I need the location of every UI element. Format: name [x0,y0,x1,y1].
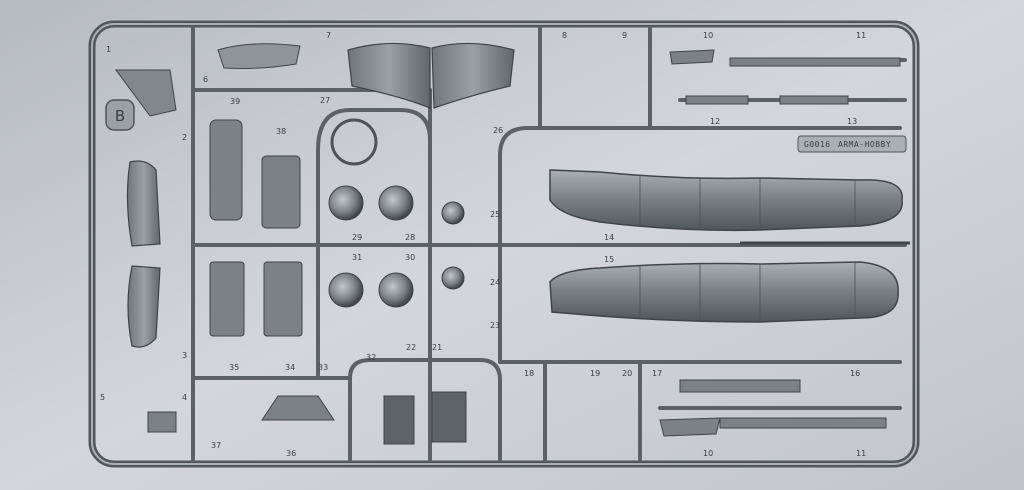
part-label-14: 14 [604,233,614,242]
part-label-16: 16 [850,369,860,378]
part-label-10-top: 10 [703,31,713,40]
part-label-39: 39 [230,97,240,106]
part-label-35: 35 [229,363,239,372]
kit-code-text: G0016 [804,140,831,149]
part-label-26: 26 [493,126,503,135]
part-label-2: 2 [182,133,187,142]
interior-parts [147,49,901,445]
part-label-34: 34 [285,363,295,372]
part-label-29: 29 [352,233,362,242]
part-label-33: 33 [318,363,328,372]
rudder-parts [115,69,177,348]
manufacturer-text: ARMA-HOBBY [838,140,891,149]
part-label-12: 12 [710,117,720,126]
part-label-9: 9 [622,31,627,40]
part-label-22: 22 [406,343,416,352]
part-label-21: 21 [432,343,442,352]
part-label-32: 32 [366,353,376,362]
part-label-30: 30 [405,253,415,262]
part-label-27: 27 [320,96,330,105]
part-label-28: 28 [405,233,415,242]
part-number-labels: 1 2 3 4 5 6 7 8 9 10 11 12 13 14 15 16 1… [100,31,866,458]
part-label-36: 36 [286,449,296,458]
tailplane-parts [217,42,515,109]
part-label-4: 4 [182,393,187,402]
fuselage-upper [549,169,903,232]
part-label-17: 17 [652,369,662,378]
part-label-1: 1 [106,45,111,54]
part-label-3: 3 [182,351,187,360]
fuselage-lower [549,261,899,323]
part-label-7: 7 [326,31,331,40]
sprue-letter: B [115,107,125,125]
part-label-6: 6 [203,75,208,84]
manufacturer-tag: G0016 ARMA-HOBBY [797,135,907,153]
part-label-37: 37 [211,441,221,450]
part-label-38: 38 [276,127,286,136]
part-label-8: 8 [562,31,567,40]
part-label-18: 18 [524,369,534,378]
part-label-31: 31 [352,253,362,262]
part-label-15: 15 [604,255,614,264]
part-label-19: 19 [590,369,600,378]
part-label-13: 13 [847,117,857,126]
wheel-parts [328,118,465,308]
part-label-11-top: 11 [856,31,866,40]
sprue-letter-tab: B [105,99,135,131]
part-label-23: 23 [490,321,500,330]
part-label-5: 5 [100,393,105,402]
part-label-25: 25 [490,210,500,219]
part-label-20: 20 [622,369,632,378]
part-label-24: 24 [490,278,500,287]
part-label-11-bottom: 11 [856,449,866,458]
part-label-10-bottom: 10 [703,449,713,458]
